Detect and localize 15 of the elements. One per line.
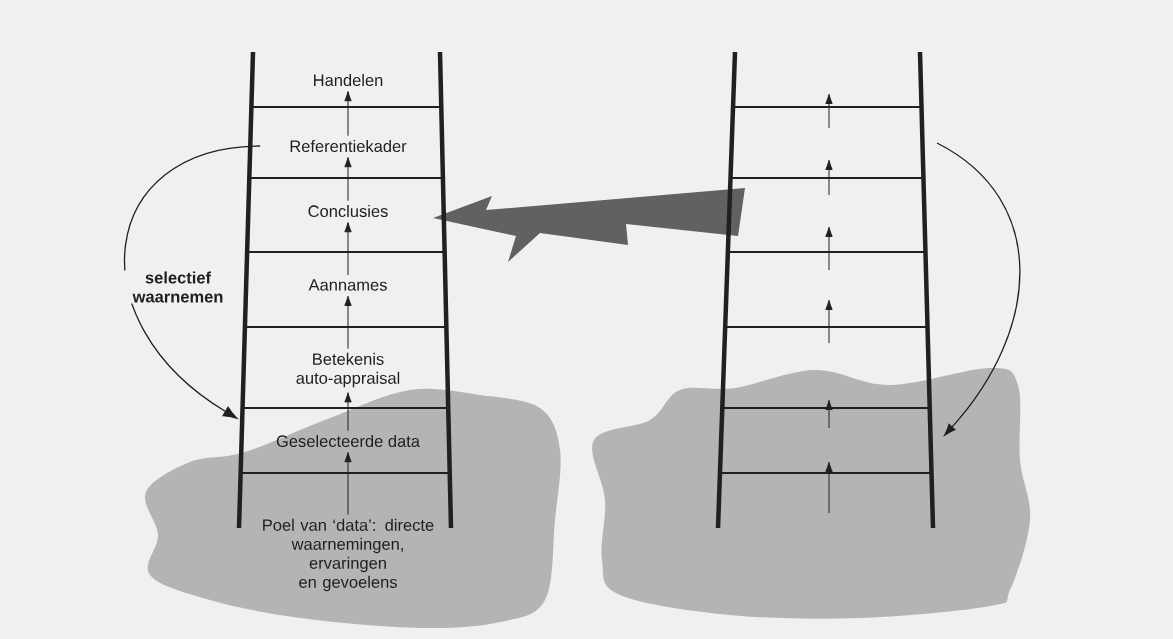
arrow bbox=[344, 452, 352, 516]
step-label: Handelen bbox=[314, 73, 383, 87]
step-label: Poel van ‘data’: directe waarnemingen, ervaringen en gevoelens bbox=[263, 518, 434, 592]
step-label: Aannames bbox=[308, 279, 387, 291]
step-label: Betekenis auto-appraisal bbox=[296, 352, 400, 388]
step-label: Geselecteerde data bbox=[276, 434, 420, 448]
arrow bbox=[124, 145, 261, 419]
arrow bbox=[344, 392, 352, 432]
arrow bbox=[344, 222, 352, 276]
arrow bbox=[344, 295, 352, 350]
arrow bbox=[344, 157, 352, 202]
step-label: Referentiekader bbox=[290, 139, 407, 153]
edge-label: selectief waarnemen bbox=[122, 270, 234, 304]
step-label: Conclusies bbox=[308, 204, 388, 218]
arrow bbox=[344, 91, 352, 137]
